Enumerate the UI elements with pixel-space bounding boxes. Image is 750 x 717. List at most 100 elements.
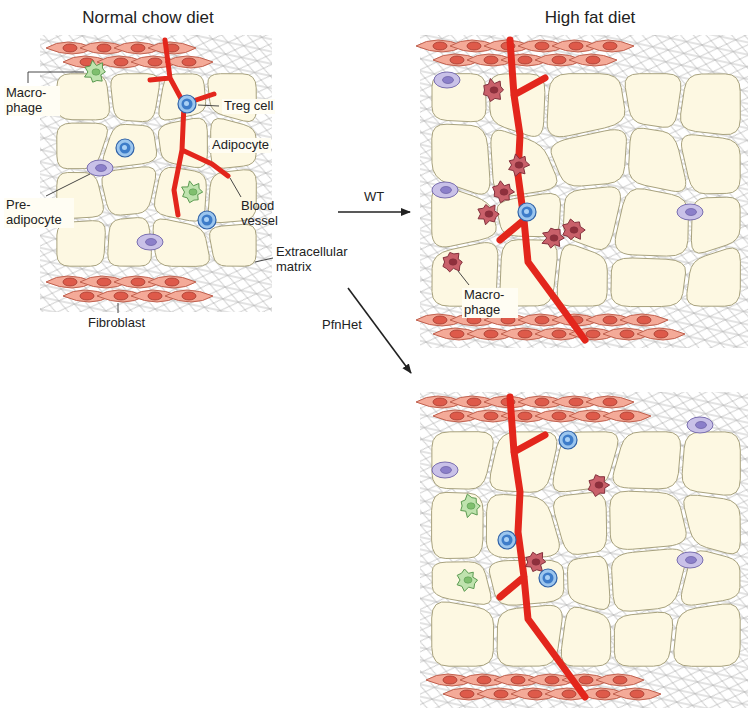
- macrophage: [563, 219, 586, 240]
- fibroblast-nucleus: [569, 398, 583, 406]
- adipocyte: [611, 258, 686, 307]
- treg-nucleus: [522, 207, 533, 218]
- macrophage: [443, 253, 462, 272]
- macrophage-body: [443, 253, 462, 272]
- treg-membrane: [116, 139, 134, 157]
- macrophage-nucleus: [467, 503, 475, 509]
- macrophage-nucleus: [92, 69, 100, 75]
- treg-highlight: [122, 145, 127, 150]
- fibroblast: [603, 410, 651, 422]
- fibroblast-body: [586, 396, 634, 408]
- adipocyte: [625, 74, 681, 128]
- preadipocyte: [677, 204, 703, 220]
- fibroblast-nucleus: [450, 330, 464, 338]
- fibroblast: [637, 328, 685, 340]
- preadipocyte-body: [677, 204, 703, 220]
- fibroblast-nucleus: [80, 292, 94, 300]
- fibroblast-nucleus: [484, 412, 498, 420]
- fibroblast-nucleus: [97, 44, 111, 52]
- macrophage: [182, 181, 203, 203]
- macrophage: [461, 494, 481, 517]
- fibroblast-body: [148, 276, 196, 288]
- adipocyte: [612, 549, 686, 611]
- macrophage-body: [493, 181, 515, 203]
- fibroblast-nucleus: [603, 316, 617, 324]
- macrophage-nucleus: [515, 162, 523, 168]
- fibroblast-body: [569, 54, 617, 66]
- macrophage: [493, 181, 515, 203]
- macrophage-body: [182, 181, 203, 203]
- macrophage: [478, 205, 499, 225]
- fibroblast: [620, 314, 668, 326]
- fibroblast-nucleus: [182, 292, 196, 300]
- fibroblast-body: [620, 314, 668, 326]
- macrophage: [457, 569, 477, 591]
- adipocyte: [629, 128, 686, 191]
- leader-line: [118, 303, 119, 313]
- leader-line: [46, 174, 90, 196]
- preadipocyte-body: [687, 417, 713, 433]
- macrophage: [588, 475, 609, 497]
- adipocyte: [681, 551, 739, 605]
- fibroblast-nucleus: [450, 412, 464, 420]
- adipocyte: [614, 612, 672, 666]
- macrophage-nucleus: [595, 482, 603, 488]
- fibroblast-nucleus: [603, 398, 617, 406]
- fibroblast-nucleus: [569, 42, 583, 50]
- fibroblast-nucleus: [148, 58, 162, 66]
- treg-cell: [198, 211, 216, 229]
- adipocyte: [554, 493, 607, 555]
- fibroblast-nucleus: [552, 412, 566, 420]
- macrophage-body: [484, 79, 504, 102]
- macrophage-nucleus: [189, 189, 197, 195]
- preadipocyte-body: [137, 234, 163, 250]
- preadipocyte: [432, 462, 458, 478]
- fibroblast-nucleus: [596, 690, 610, 698]
- adipocyte: [563, 187, 620, 250]
- fibroblast-nucleus: [467, 42, 481, 50]
- tissue-panel: [416, 392, 748, 708]
- macrophage: [509, 154, 530, 176]
- treg-membrane: [518, 203, 536, 221]
- adipocyte: [615, 189, 688, 257]
- macrophage: [542, 228, 564, 248]
- adipocyte: [682, 432, 740, 495]
- preadipocyte: [677, 552, 703, 568]
- fibroblast-nucleus: [613, 676, 627, 684]
- adipocyte: [610, 491, 686, 549]
- cell-label: Macro- phage: [462, 288, 518, 318]
- fibroblast-nucleus: [165, 278, 179, 286]
- condition-label: WT: [364, 190, 384, 205]
- preadipocyte: [434, 72, 460, 88]
- fibroblast-nucleus: [450, 56, 464, 64]
- cell-label: Fibroblast: [88, 316, 145, 331]
- fibroblast-nucleus: [518, 56, 532, 64]
- preadipocyte-body: [434, 72, 460, 88]
- fibroblast-body: [165, 290, 213, 302]
- adipocyte: [567, 556, 609, 609]
- macrophage-nucleus: [500, 189, 508, 195]
- preadipocyte-body: [677, 552, 703, 568]
- adipocyte: [551, 130, 626, 186]
- fibroblast-nucleus: [528, 690, 542, 698]
- treg-nucleus: [563, 435, 574, 446]
- treg-highlight: [204, 217, 209, 222]
- fibroblast: [613, 688, 661, 700]
- fibroblast-nucleus: [535, 42, 549, 50]
- treg-nucleus: [120, 143, 131, 154]
- treg-highlight: [545, 575, 550, 580]
- leader-line: [198, 105, 219, 106]
- fibroblast-body: [596, 674, 644, 686]
- treg-cell: [539, 569, 557, 587]
- tissue-panels: [40, 35, 748, 708]
- fibroblast: [148, 276, 196, 288]
- fibroblast-nucleus: [637, 316, 651, 324]
- preadipocyte-body: [432, 182, 458, 198]
- macrophage: [526, 552, 546, 571]
- treg-cell: [498, 531, 516, 549]
- condition-label: PfnHet: [322, 318, 362, 333]
- fibroblast-nucleus: [484, 330, 498, 338]
- transition-arrow: [338, 211, 410, 213]
- fibroblast-nucleus: [586, 330, 600, 338]
- adipocyte: [553, 432, 618, 492]
